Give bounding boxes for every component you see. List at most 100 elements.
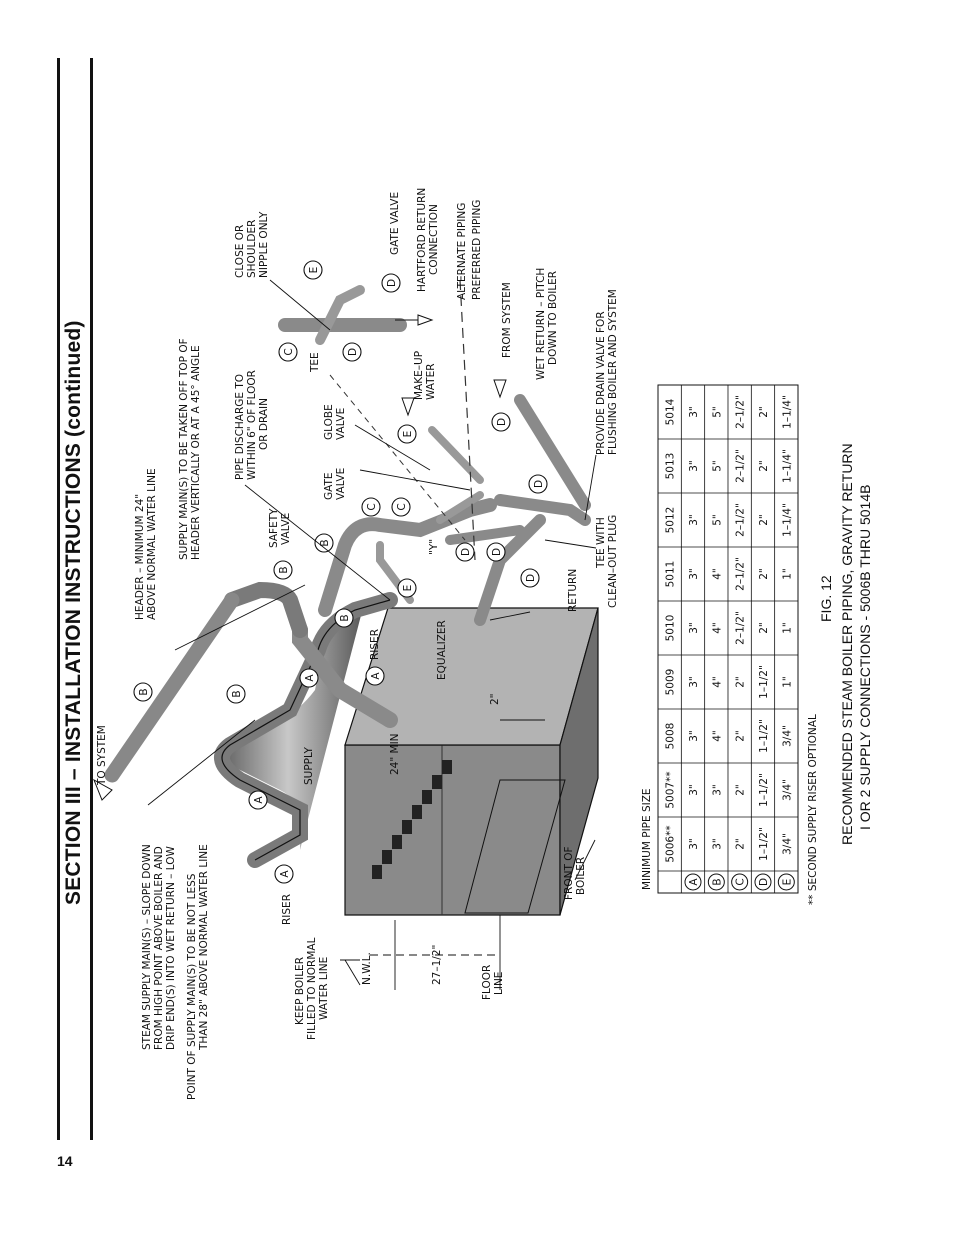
table-header-model: 5014 xyxy=(665,398,677,425)
label-steam-supply-5: THAN 28" ABOVE NORMAL WATER LINE xyxy=(198,844,210,1051)
leader-lines xyxy=(147,279,597,990)
svg-text:C: C xyxy=(283,348,295,355)
svg-text:B: B xyxy=(231,690,243,697)
label-keep-boiler-2: FILLED TO NORMAL xyxy=(306,937,318,1040)
svg-text:B: B xyxy=(138,688,150,695)
label-drain-valve-2: FLUSHING BOILER AND SYSTEM xyxy=(607,289,619,455)
table-header-model: 5010 xyxy=(665,615,677,642)
label-steam-supply-2: FROM HIGH POINT ABOVE BOILER AND xyxy=(153,846,165,1050)
table-row-key: E xyxy=(781,879,793,886)
figure-number: FIG. 12 xyxy=(818,575,834,622)
diagram-labels: TO SYSTEM STEAM SUPPLY MAIN(S) – SLOPE D… xyxy=(96,188,619,1100)
table-cell: 2" xyxy=(735,784,747,796)
table-cell: 2" xyxy=(735,838,747,850)
label-nwl: N.W.L. xyxy=(361,952,373,985)
label-close-nipple-2: SHOULDER xyxy=(246,220,258,278)
label-y: "Y" xyxy=(428,539,440,555)
table-cell: 3" xyxy=(688,676,700,688)
svg-text:C: C xyxy=(396,503,408,510)
pipe-reference-letters: B B A A B A B B A C C E E D D D D D C D … xyxy=(138,267,545,878)
table-cell: 2" xyxy=(758,460,770,472)
label-globe-valve-2: VALVE xyxy=(335,408,347,440)
table-row-key-circle xyxy=(707,873,725,891)
label-header-1: HEADER – MINIMUM 24" xyxy=(134,494,146,620)
table-cell: 3" xyxy=(711,838,723,850)
label-front-2: BOILER xyxy=(575,857,587,895)
boiler-vent-slots xyxy=(372,760,452,879)
table-cell: 1–1/4" xyxy=(781,395,793,429)
label-gate-valve-mid-1: GATE xyxy=(323,472,335,500)
right-margin-rule xyxy=(90,58,93,1140)
table-cell: 3" xyxy=(688,460,700,472)
label-return: RETURN xyxy=(567,569,579,612)
label-pipe-discharge-2: WITHIN 6" OF FLOOR xyxy=(246,370,258,480)
label-steam-supply-4: POINT OF SUPPLY MAIN(S) TO BE NOT LESS xyxy=(186,873,198,1100)
label-preferred-piping: PREFERRED PIPING xyxy=(471,200,483,300)
table-cell: 1–1/4" xyxy=(781,449,793,483)
table-cell: 2" xyxy=(758,514,770,526)
svg-text:A: A xyxy=(279,870,291,878)
table-row-key: C xyxy=(735,878,747,885)
table-cell: 3" xyxy=(688,406,700,418)
table-cell: 3" xyxy=(688,730,700,742)
svg-text:D: D xyxy=(460,548,472,556)
table-cell: 2" xyxy=(758,406,770,418)
table-cell: 1–1/4" xyxy=(781,503,793,537)
table-row-key: A xyxy=(688,878,700,886)
label-pipe-discharge-3: OR DRAIN xyxy=(258,398,270,450)
table-cell: 2" xyxy=(735,676,747,688)
svg-text:B: B xyxy=(278,566,290,573)
svg-text:C: C xyxy=(366,503,378,510)
svg-text:D: D xyxy=(347,348,359,356)
table-cell: 1–1/2" xyxy=(758,773,770,807)
pipe-size-table: MINIMUM PIPE SIZE 5006**5007**5008500950… xyxy=(641,384,819,905)
label-tee-cleanout-1: TEE WITH xyxy=(595,517,607,569)
table-cell: 2–1/2" xyxy=(735,449,747,483)
svg-text:D: D xyxy=(491,548,503,556)
svg-text:E: E xyxy=(402,431,414,438)
table-header-model: 5011 xyxy=(665,561,677,588)
label-safety-valve-1: SAFETY xyxy=(268,508,280,548)
label-gate-valve-mid-2: VALVE xyxy=(335,468,347,500)
label-make-up-1: MAKE–UP xyxy=(413,351,425,400)
table-cell: 4" xyxy=(711,730,723,742)
table-cell: 2" xyxy=(758,568,770,580)
table-cell: 5" xyxy=(711,406,723,418)
label-floor-2: LINE xyxy=(493,972,505,995)
table-cell: 4" xyxy=(711,622,723,634)
label-alternate-piping: ALTERNATE PIPING xyxy=(456,203,468,300)
label-keep-boiler-3: WATER LINE xyxy=(318,957,330,1020)
label-riser-right: RISER xyxy=(369,629,381,660)
table-cell: 3" xyxy=(688,784,700,796)
table-row-key: D xyxy=(758,878,770,886)
table-row-key-circle xyxy=(777,873,795,891)
table-row-key: B xyxy=(711,878,723,885)
table-cell: 2–1/2" xyxy=(735,557,747,591)
page-number: 14 xyxy=(57,1153,73,1169)
table-header-model: 5013 xyxy=(665,453,677,480)
label-pipe-discharge-1: PIPE DISCHARGE TO xyxy=(234,374,246,480)
label-to-system: TO SYSTEM xyxy=(96,725,108,786)
label-drain-valve-1: PROVIDE DRAIN VALVE FOR xyxy=(595,311,607,455)
label-hartford-1: HARTFORD RETURN xyxy=(416,188,428,292)
table-cell: 3" xyxy=(688,622,700,634)
table-cell: 3" xyxy=(688,838,700,850)
label-gate-valve-top: GATE VALVE xyxy=(389,192,401,255)
table-cell: 3" xyxy=(711,784,723,796)
table-cell: 1" xyxy=(781,568,793,580)
table-cell: 3/4" xyxy=(781,779,793,801)
table-cell: 5" xyxy=(711,514,723,526)
table-header-model: 5008 xyxy=(665,723,677,750)
table-cell: 2" xyxy=(758,622,770,634)
pipe-reference-markers xyxy=(133,260,548,884)
label-riser-left: RISER xyxy=(281,894,293,925)
table-row-key-circle xyxy=(754,873,772,891)
label-24-min: 24" MIN xyxy=(389,733,401,775)
label-header-2: ABOVE NORMAL WATER LINE xyxy=(146,468,158,620)
table-cell: 3/4" xyxy=(781,833,793,855)
label-wet-return-1: WET RETURN – PITCH xyxy=(535,268,547,380)
label-globe-valve-1: GLOBE xyxy=(323,404,335,440)
table-cell: 5" xyxy=(711,460,723,472)
label-hartford-2: CONNECTION xyxy=(428,204,440,275)
